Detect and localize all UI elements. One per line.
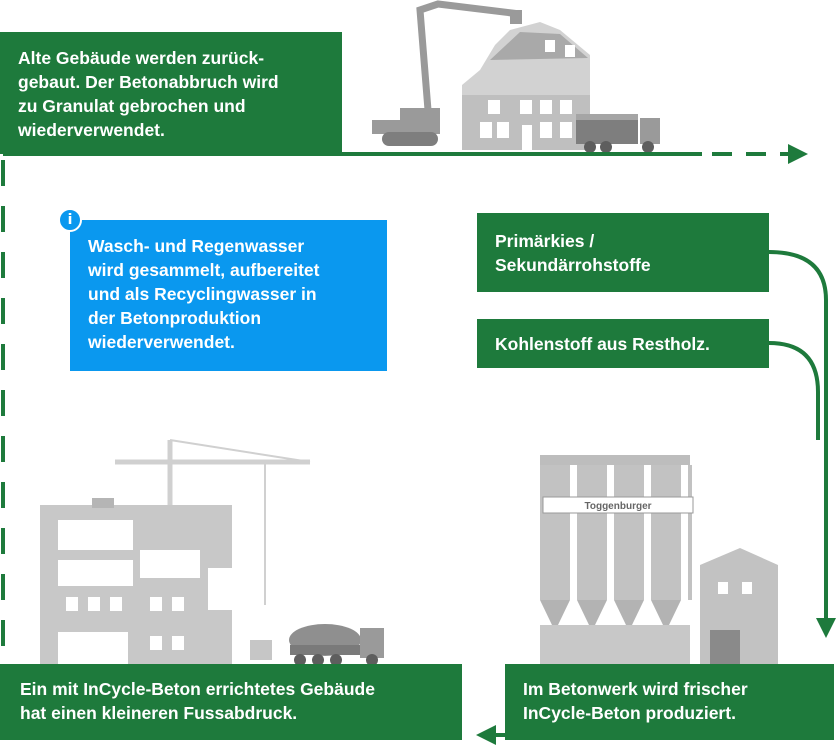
concrete-plant-box: Im Betonwerk wird frischer InCycle-Beton… [505, 664, 834, 740]
concrete-mixer-truck-icon [250, 624, 384, 666]
building-under-construction-icon [40, 498, 236, 665]
cycle-connectors [1, 144, 836, 745]
excavator-icon [372, 0, 522, 146]
concrete-plant-text: Im Betonwerk wird frischer InCycle-Beton… [523, 679, 748, 723]
demolished-house-icon [462, 22, 590, 150]
demolition-step-box: Alte Gebäude werden zurück- gebaut. Der … [0, 32, 342, 154]
dump-truck-icon [576, 114, 660, 153]
water-recycling-text: Wasch- und Regenwasser wird gesammelt, a… [88, 236, 320, 352]
raw-materials-box: Primärkies / Sekundärrohstoffe [477, 213, 769, 292]
carbon-source-text: Kohlenstoff aus Restholz. [495, 334, 710, 354]
concrete-plant-silos-icon [540, 455, 778, 665]
water-recycling-info-box: Wasch- und Regenwasser wird gesammelt, a… [70, 220, 387, 371]
new-building-box: Ein mit InCycle-Beton errichtetes Gebäud… [0, 664, 462, 740]
new-building-text: Ein mit InCycle-Beton errichtetes Gebäud… [20, 679, 375, 723]
raw-materials-text: Primärkies / Sekundärrohstoffe [495, 231, 651, 275]
info-icon: i [58, 208, 82, 232]
demolition-step-text: Alte Gebäude werden zurück- gebaut. Der … [18, 48, 279, 140]
carbon-source-box: Kohlenstoff aus Restholz. [477, 319, 769, 368]
plant-sign-label: Toggenburger [584, 501, 651, 512]
